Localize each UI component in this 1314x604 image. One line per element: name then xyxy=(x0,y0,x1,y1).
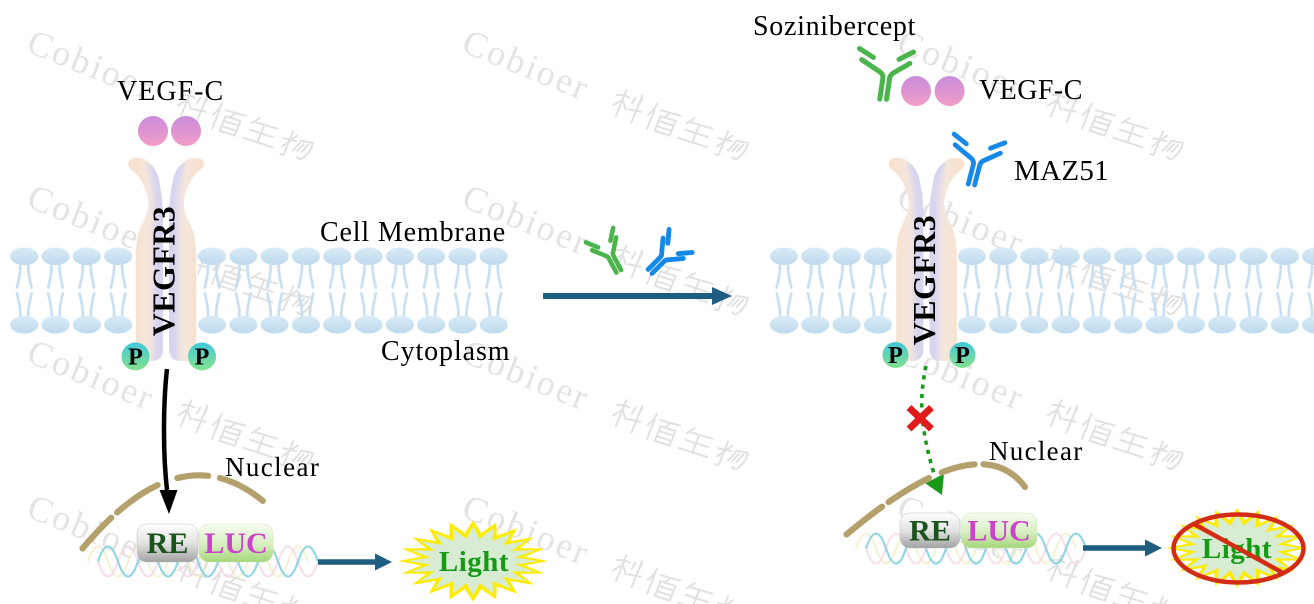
svg-text:RE: RE xyxy=(147,527,189,560)
svg-text:VEGFR3: VEGFR3 xyxy=(146,206,182,336)
svg-text:P: P xyxy=(955,343,970,369)
svg-text:RE: RE xyxy=(909,515,951,548)
svg-text:P: P xyxy=(888,343,903,369)
svg-text:LUC: LUC xyxy=(204,527,267,560)
svg-text:Light: Light xyxy=(439,546,509,578)
svg-text:P: P xyxy=(195,345,210,371)
svg-text:P: P xyxy=(128,345,143,371)
svg-text:VEGFR3: VEGFR3 xyxy=(906,215,942,345)
svg-text:LUC: LUC xyxy=(967,515,1030,548)
